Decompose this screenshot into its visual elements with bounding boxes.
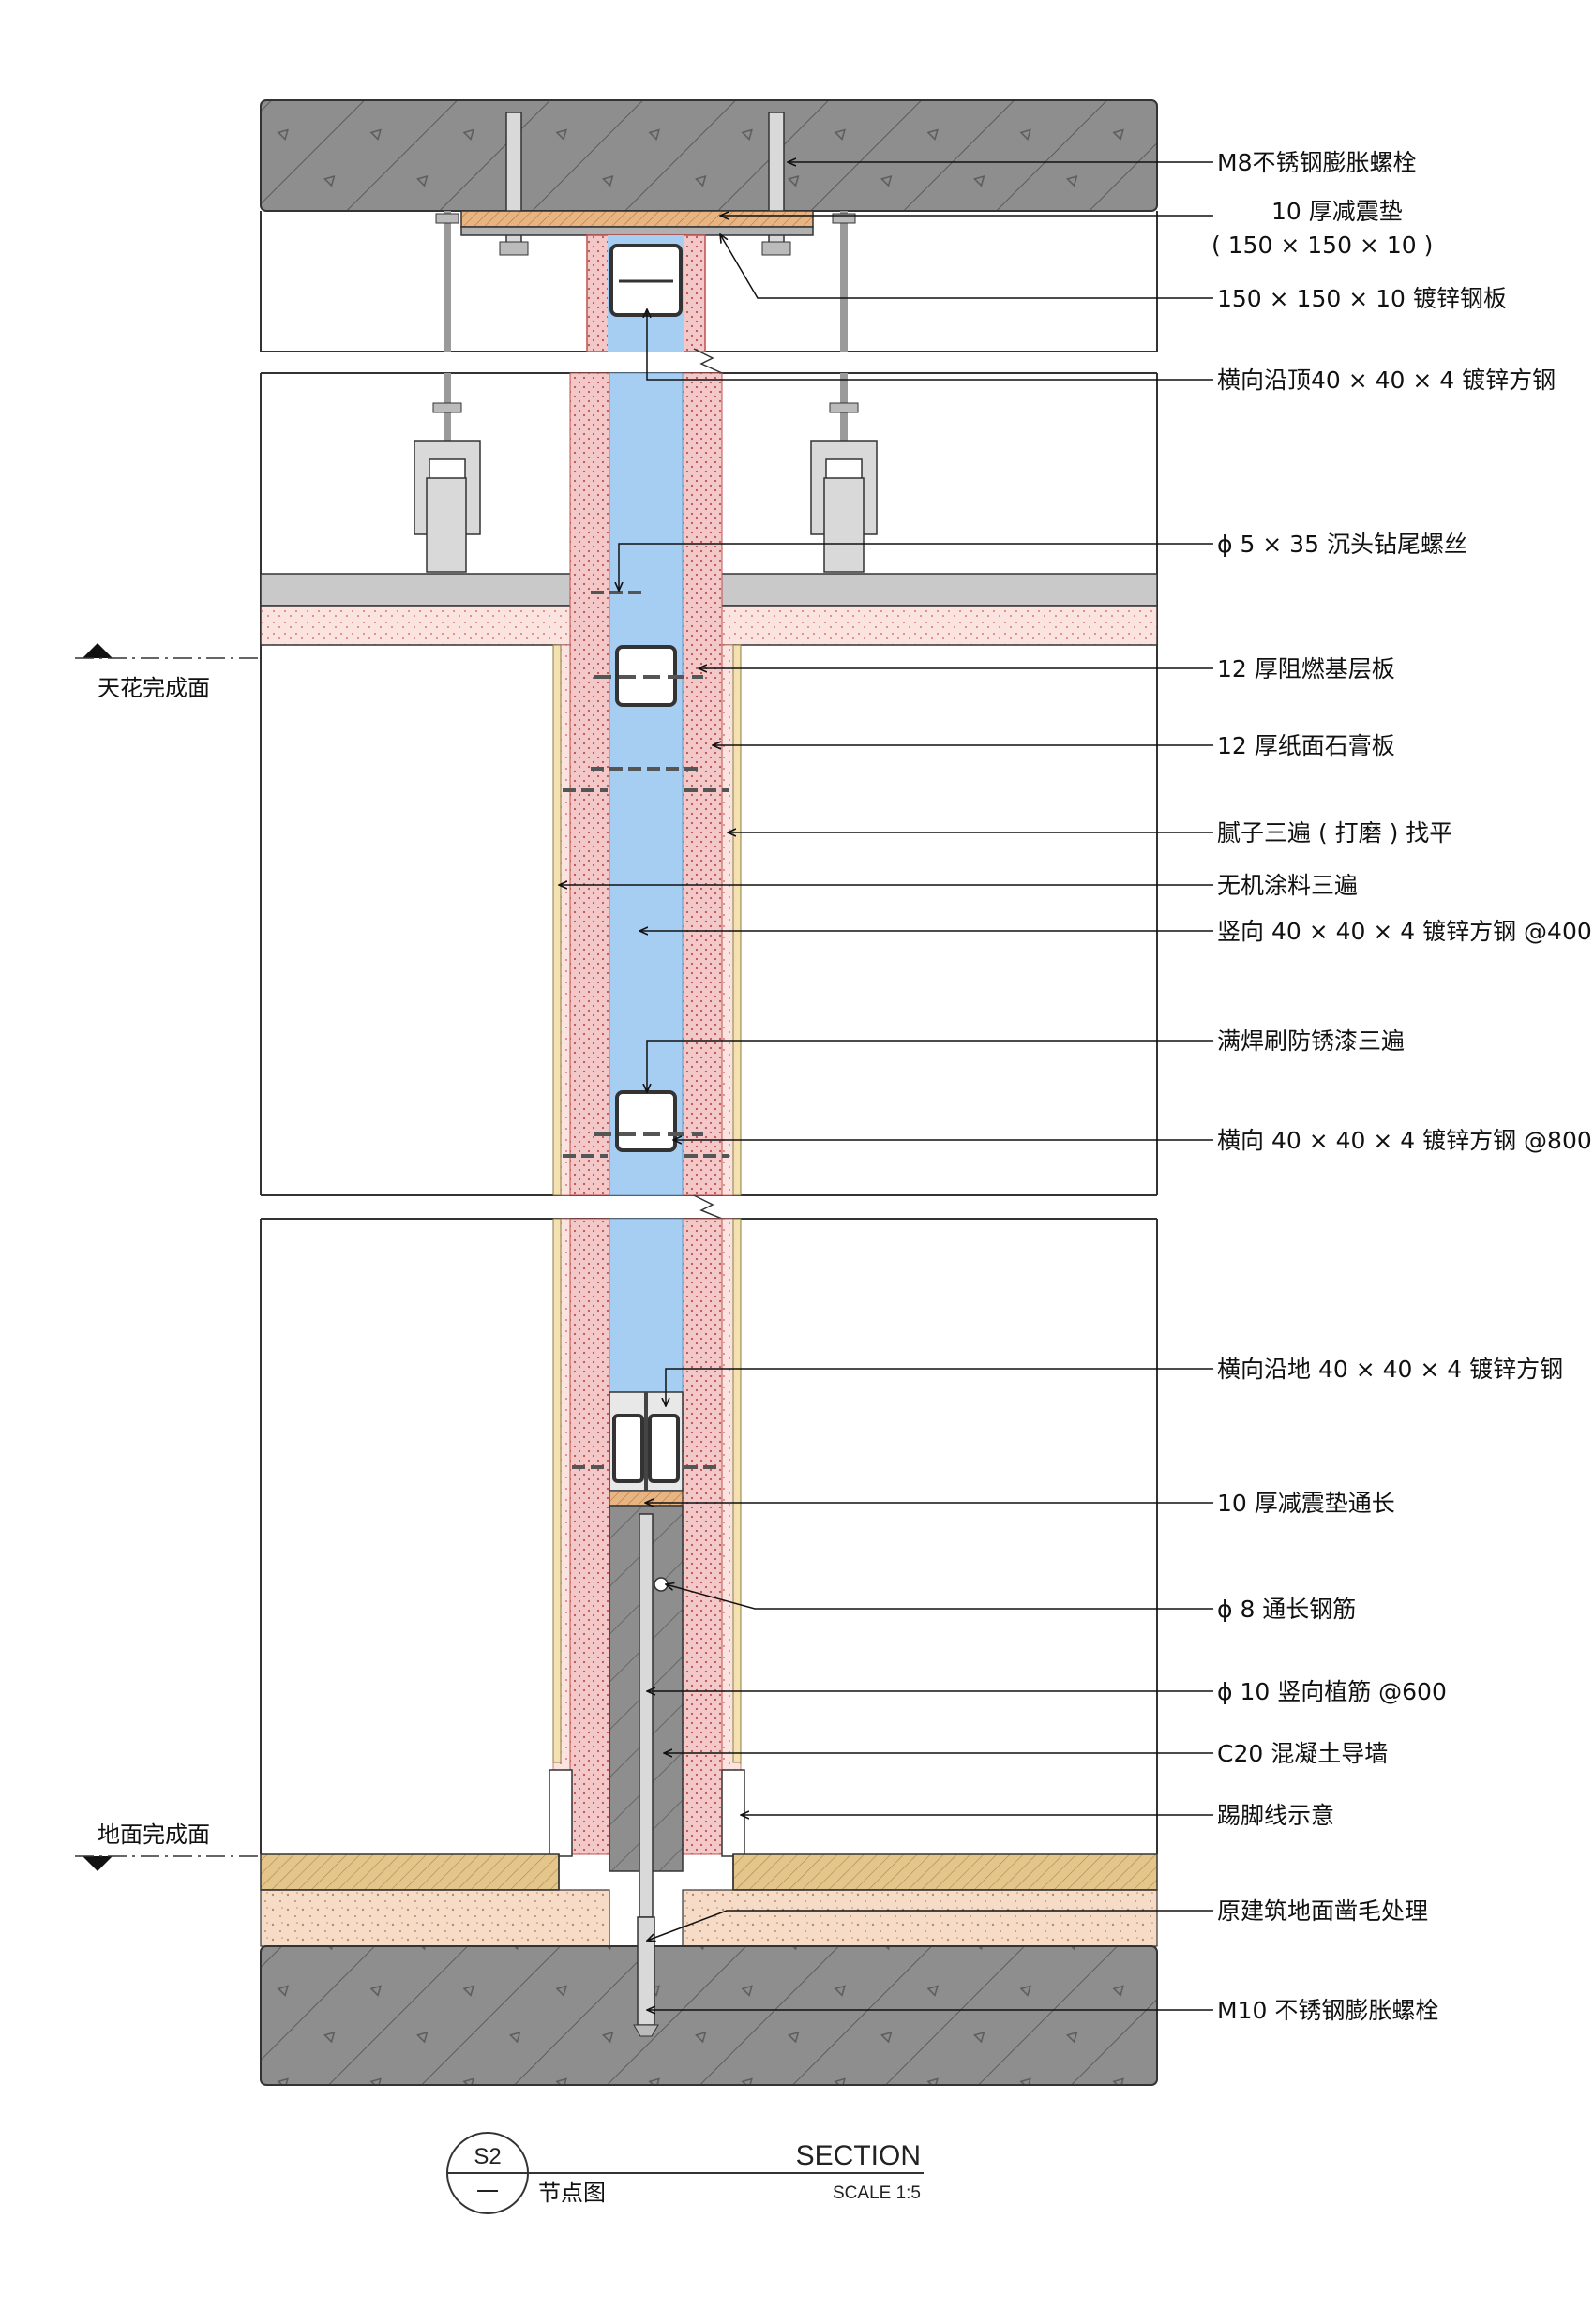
drawing-scale: SCALE 1:5 bbox=[833, 2183, 921, 2203]
floor-level-label: 地面完成面 bbox=[98, 1822, 210, 1848]
label-damping-pad-size: ( 150 × 150 × 10 ) bbox=[1211, 232, 1433, 259]
label-m10-bolt: M10 不锈钢膨胀螺栓 bbox=[1217, 1997, 1438, 2024]
label-screw: ϕ 5 × 35 沉头钻尾螺丝 bbox=[1217, 531, 1467, 558]
label-rebar-8: ϕ 8 通长钢筋 bbox=[1217, 1596, 1356, 1623]
label-top-tube: 横向沿顶40 × 40 × 4 镀锌方钢 bbox=[1217, 367, 1556, 394]
drawing-name: 节点图 bbox=[538, 2180, 606, 2206]
drawing-id: S2 bbox=[474, 2144, 501, 2169]
drawing-sub-id: 一 bbox=[476, 2180, 499, 2205]
label-concrete-wall: C20 混凝土导墙 bbox=[1217, 1740, 1388, 1767]
label-bottom-tube: 横向沿地 40 × 40 × 4 镀锌方钢 bbox=[1217, 1356, 1563, 1383]
ceiling-slab bbox=[260, 99, 1158, 212]
label-rebar-10: ϕ 10 竖向植筋 @600 bbox=[1217, 1678, 1447, 1705]
ceiling-level-marker bbox=[75, 643, 259, 659]
floor-level-marker bbox=[75, 1855, 259, 1871]
ceiling-hanger-left bbox=[414, 373, 481, 573]
middle-assembly bbox=[260, 348, 1158, 1220]
leader-lines bbox=[559, 162, 1213, 2010]
label-m8-bolt: M8不锈钢膨胀螺栓 bbox=[1217, 149, 1416, 176]
label-horizontal-tube: 横向 40 × 40 × 4 镀锌方钢 @800 bbox=[1217, 1127, 1592, 1154]
title-block: S2 一 节点图 SECTION SCALE 1:5 bbox=[446, 2132, 924, 2214]
label-paint: 无机涂料三遍 bbox=[1217, 872, 1358, 899]
label-damping-strip: 10 厚减震垫通长 bbox=[1217, 1490, 1395, 1517]
label-fire-board: 12 厚阻燃基层板 bbox=[1217, 655, 1395, 682]
label-weld: 满焊刷防锈漆三遍 bbox=[1217, 1027, 1405, 1055]
label-steel-plate: 150 × 150 × 10 镀锌钢板 bbox=[1217, 285, 1507, 312]
ceiling-level-label: 天花完成面 bbox=[98, 675, 210, 701]
bottom-assembly bbox=[260, 1218, 1158, 2086]
label-putty: 腻子三遍 ( 打磨 ) 找平 bbox=[1217, 819, 1452, 847]
label-floor-roughen: 原建筑地面凿毛处理 bbox=[1217, 1897, 1428, 1925]
ceiling-hanger-right bbox=[810, 373, 878, 573]
label-vertical-tube: 竖向 40 × 40 × 4 镀锌方钢 @400 bbox=[1217, 918, 1592, 945]
label-skirting: 踢脚线示意 bbox=[1217, 1802, 1334, 1829]
top-assembly bbox=[260, 112, 1158, 352]
label-gypsum-board: 12 厚纸面石膏板 bbox=[1217, 732, 1395, 759]
annotation-labels: M8不锈钢膨胀螺栓 10 厚减震垫 ( 150 × 150 × 10 ) 150… bbox=[98, 149, 1592, 2024]
label-damping-pad: 10 厚减震垫 bbox=[1271, 198, 1403, 225]
drawing-title: SECTION bbox=[796, 2140, 921, 2171]
